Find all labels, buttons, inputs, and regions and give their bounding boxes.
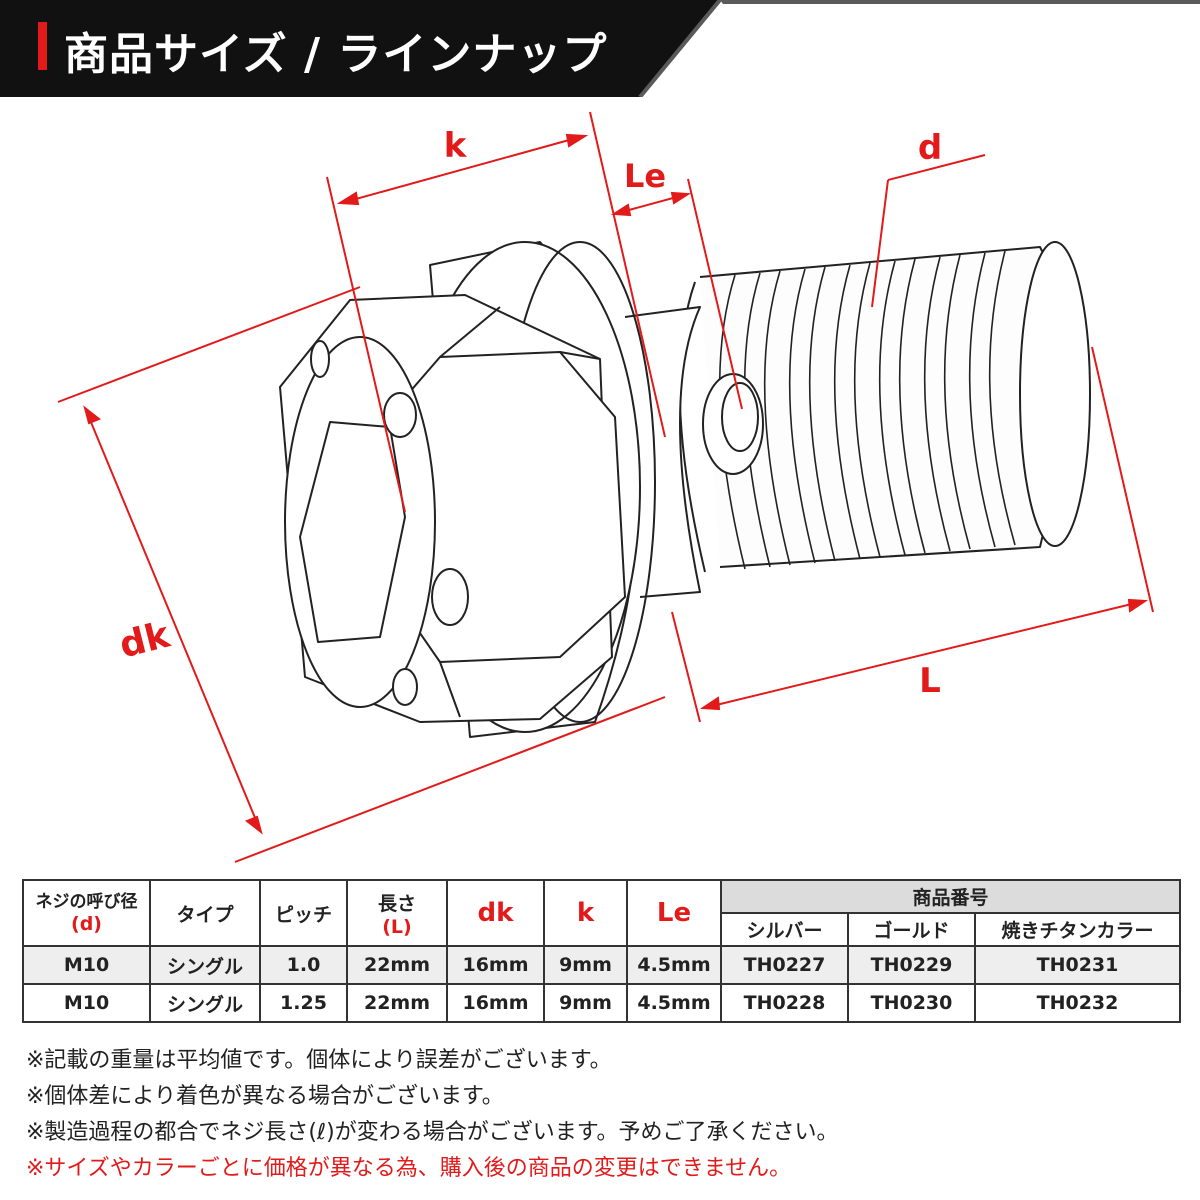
k-extension-right: [589, 111, 666, 438]
dimension-lines: [57, 111, 1154, 863]
spec-table: ネジの呼び径 (d) タイプ ピッチ 長さ (L) dk k Le 商品番号 シ…: [22, 879, 1182, 1023]
dk-arrow-top: [83, 405, 101, 425]
d-leader: [871, 179, 889, 308]
header-banner: 商品サイズ / ラインナップ: [0, 0, 1200, 99]
header-gold: ゴールド: [847, 912, 976, 947]
header-le: Le: [626, 879, 722, 947]
page-title: 商品サイズ / ラインナップ: [64, 29, 608, 80]
cell-length: 22mm: [346, 945, 448, 985]
k-arrow-left: [336, 191, 360, 206]
bolt-illustration: [279, 241, 1091, 738]
cell-d: M10: [22, 945, 151, 985]
table-row: M10 シングル 1.25 22mm 16mm 9mm 4.5mm TH0228…: [22, 983, 1182, 1023]
cell-silver: TH0228: [720, 983, 849, 1023]
banner-background: [0, 0, 1200, 99]
k-dimension-line: [344, 136, 581, 203]
cell-dk: 16mm: [446, 983, 545, 1023]
header-nominal-line2: (d): [71, 913, 102, 935]
dk-dimension-line: [87, 414, 259, 826]
note-weight: ※記載の重量は平均値です。個体により誤差がございます。: [26, 1048, 612, 1073]
l-arrow-right: [1127, 598, 1149, 613]
header-length: 長さ (L): [346, 879, 448, 947]
cell-burnt: TH0232: [973, 983, 1182, 1023]
label-k: k: [444, 126, 468, 166]
cell-k: 9mm: [543, 983, 628, 1023]
cell-silver: TH0227: [720, 945, 849, 985]
k-extension-left: [326, 176, 406, 513]
dimension-labels: k Le d dk L: [116, 126, 943, 701]
le-arrow-right: [670, 191, 692, 205]
banner-accent-bar: [38, 22, 47, 70]
l-extension-right: [1091, 346, 1154, 613]
dk-extension-bottom: [234, 696, 666, 863]
note-length-variation: ※製造過程の都合でネジ長さ(ℓ)が変わる場合がございます。予めご了承ください。: [26, 1120, 839, 1145]
header-length-line2: (L): [382, 915, 412, 938]
note-no-exchange: ※サイズやカラーごとに価格が異なる為、購入後の商品の変更はできません。: [26, 1156, 792, 1181]
dk-arrow-bottom: [245, 815, 263, 835]
header-nominal-line1: ネジの呼び径: [35, 892, 138, 912]
k-arrow-right: [565, 133, 589, 148]
header-length-line1: 長さ: [377, 892, 416, 915]
d-leader-shelf: [887, 154, 986, 181]
le-extension: [687, 178, 743, 410]
header-silver: シルバー: [720, 912, 849, 947]
cell-dk: 16mm: [446, 945, 545, 985]
cell-gold: TH0230: [847, 983, 976, 1023]
bolt-diagram: k Le d dk L: [57, 111, 1154, 863]
le-arrow-left: [610, 203, 632, 217]
l-arrow-left: [699, 696, 721, 711]
label-dk: dk: [116, 614, 175, 666]
label-l: L: [919, 661, 941, 701]
cell-length: 22mm: [346, 983, 448, 1023]
cell-le: 4.5mm: [626, 983, 722, 1023]
cell-type: シングル: [149, 983, 261, 1023]
label-d: d: [918, 128, 942, 168]
cell-le: 4.5mm: [626, 945, 722, 985]
header-dk: dk: [446, 879, 545, 947]
table-row: M10 シングル 1.0 22mm 16mm 9mm 4.5mm TH0227 …: [22, 945, 1182, 985]
cell-burnt: TH0231: [973, 945, 1182, 985]
header-type: タイプ: [149, 879, 261, 947]
cell-pitch: 1.25: [259, 983, 348, 1023]
l-extension-left: [671, 611, 701, 723]
notes: ※記載の重量は平均値です。個体により誤差がございます。 ※個体差により着色が異な…: [26, 1043, 1176, 1187]
cell-type: シングル: [149, 945, 261, 985]
note-color-variation: ※個体差により着色が異なる場合がございます。: [26, 1084, 504, 1109]
header-product-number: 商品番号: [719, 879, 1182, 914]
cell-pitch: 1.0: [259, 945, 348, 985]
header-pitch: ピッチ: [259, 879, 348, 947]
header-nominal-diameter: ネジの呼び径 (d): [22, 879, 151, 947]
cell-k: 9mm: [543, 945, 628, 985]
header-burnt-titanium: 焼きチタンカラー: [973, 912, 1182, 947]
l-dimension-line: [707, 601, 1141, 708]
label-le: Le: [624, 157, 666, 195]
cell-gold: TH0229: [847, 945, 976, 985]
dk-extension-top: [57, 286, 361, 403]
header-k: k: [543, 879, 628, 947]
cell-d: M10: [22, 983, 151, 1023]
